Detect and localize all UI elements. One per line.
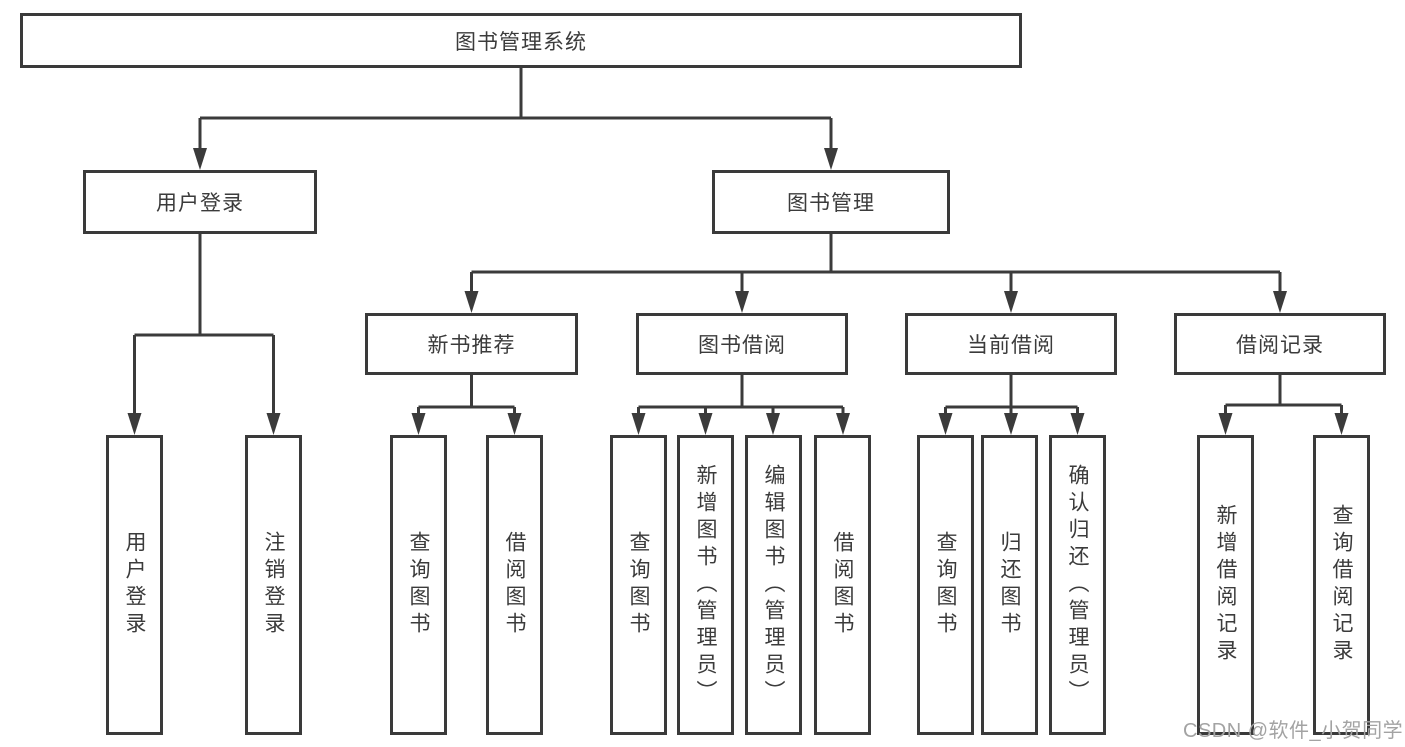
node-label: 归还图书 — [998, 531, 1021, 639]
node-label: 查询图书 — [407, 531, 430, 639]
node-label: 借阅图书 — [831, 531, 854, 639]
leaf-user-login: 用户登录 — [106, 435, 163, 735]
node-label: 注销登录 — [262, 531, 285, 639]
connector-borrowrecord-to-leaves — [1218, 373, 1349, 435]
leaf-record-query-borrow-record: 查询借阅记录 — [1313, 435, 1370, 735]
node-label: 图书借阅 — [698, 334, 786, 357]
connector-bookborrow-to-leaves — [631, 373, 850, 435]
leaf-newbook-borrow-books: 借阅图书 — [486, 435, 543, 735]
node-current-borrow: 当前借阅 — [905, 313, 1117, 375]
node-label: 查询图书 — [934, 531, 957, 639]
leaf-record-add-borrow-record: 新增借阅记录 — [1197, 435, 1254, 735]
node-label: 当前借阅 — [967, 334, 1055, 357]
node-label: 借阅图书 — [503, 531, 526, 639]
leaf-current-confirm-return-admin: 确认归还（管理员） — [1049, 435, 1106, 735]
node-label: 查询借阅记录 — [1330, 504, 1353, 666]
leaf-logout: 注销登录 — [245, 435, 302, 735]
csdn-watermark: CSDN @软件_小贺同学 — [1183, 720, 1404, 742]
node-label: 图书管理 — [787, 192, 875, 215]
node-book-borrow: 图书借阅 — [636, 313, 848, 375]
node-label: 新增借阅记录 — [1214, 504, 1237, 666]
leaf-borrow-edit-books-admin: 编辑图书（管理员） — [745, 435, 802, 735]
node-label: 新增图书（管理员） — [694, 463, 717, 707]
node-borrow-record: 借阅记录 — [1174, 313, 1386, 375]
connector-newbook-to-leaves — [411, 373, 522, 435]
connector-bookmgmt-to-level3 — [464, 232, 1287, 313]
node-book-management: 图书管理 — [712, 170, 950, 234]
leaf-current-return-books: 归还图书 — [981, 435, 1038, 735]
node-system-root: 图书管理系统 — [20, 13, 1022, 68]
node-label: 确认归还（管理员） — [1066, 463, 1089, 707]
node-label: 查询图书 — [627, 531, 650, 639]
node-label: 用户登录 — [156, 192, 244, 215]
connector-userlogin-to-leaves — [127, 232, 281, 435]
node-label: 借阅记录 — [1236, 334, 1324, 357]
connector-currentborrow-to-leaves — [938, 373, 1085, 435]
leaf-current-query-books: 查询图书 — [917, 435, 974, 735]
node-label: 编辑图书（管理员） — [762, 463, 785, 707]
leaf-borrow-query-books: 查询图书 — [610, 435, 667, 735]
leaf-newbook-query-books: 查询图书 — [390, 435, 447, 735]
node-user-login: 用户登录 — [83, 170, 317, 234]
connector-root-to-level2 — [193, 66, 838, 170]
node-new-book-recommend: 新书推荐 — [365, 313, 578, 375]
node-label: 用户登录 — [123, 531, 146, 639]
node-label: 图书管理系统 — [455, 30, 587, 54]
node-label: 新书推荐 — [427, 334, 516, 357]
leaf-borrow-borrow-books: 借阅图书 — [814, 435, 871, 735]
leaf-borrow-add-books-admin: 新增图书（管理员） — [677, 435, 734, 735]
